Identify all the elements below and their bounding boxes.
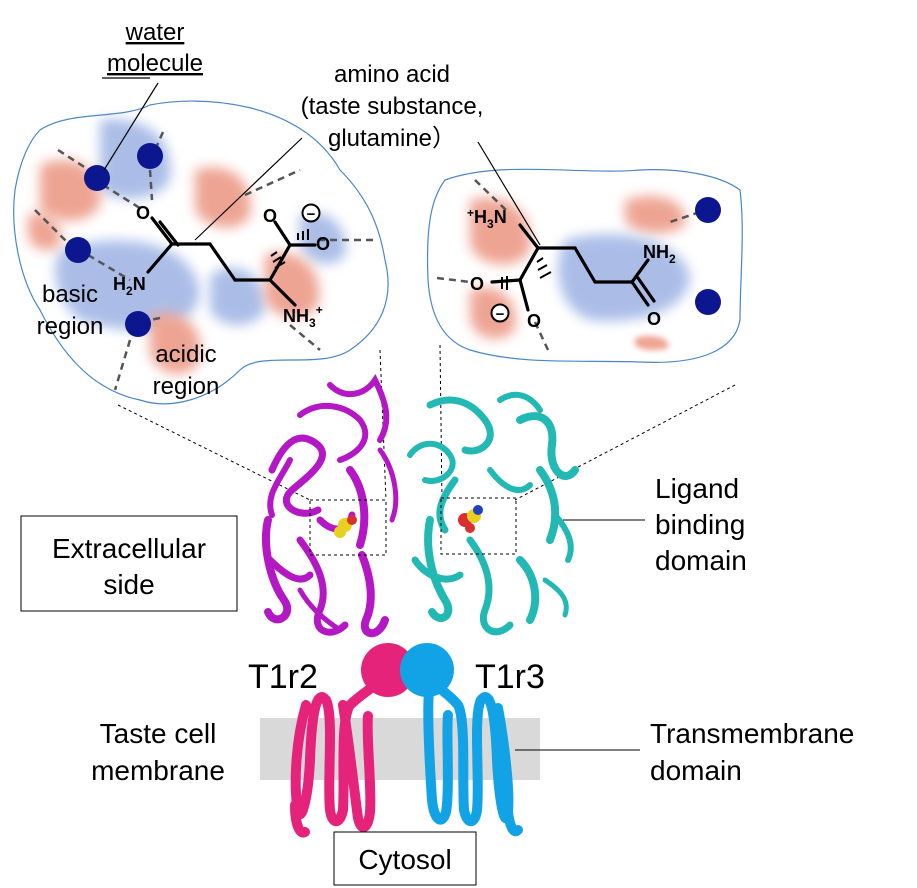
ligand-left	[334, 515, 357, 538]
acidic-region-patch	[195, 167, 251, 228]
water-molecule-dot	[695, 289, 721, 315]
right-electrostatic-regions	[470, 196, 690, 351]
t1r2-transmembrane-helices	[290, 671, 391, 838]
water-molecule-dot	[695, 197, 721, 223]
extracellular-line2: side	[103, 569, 154, 600]
water-molecule-label-line1: water	[125, 19, 185, 46]
amino-acid-label: amino acid (taste substance, glutamine）	[194, 61, 541, 246]
membrane-line1: Taste cell	[100, 718, 217, 749]
t1r3-domain-circle	[400, 643, 454, 697]
acidic-region-patch	[150, 312, 201, 374]
ligand-domain-line2: binding	[655, 509, 745, 540]
amino-acid-leader-right	[477, 141, 541, 246]
left-binding-pocket: O O O − H2N NH3+	[13, 100, 389, 405]
ligand-domain-line3: domain	[655, 545, 747, 576]
transmembrane-line2: domain	[650, 755, 742, 786]
acidic-region-patch	[625, 196, 686, 234]
acidic-region-patch	[28, 213, 61, 251]
t1r2-label: T1r2	[248, 658, 318, 696]
left-negative-charge: −	[307, 206, 316, 223]
right-negative-charge: −	[496, 306, 505, 323]
amino-acid-line1: amino acid	[334, 61, 450, 88]
basic-region-line2: region	[37, 313, 104, 340]
right-atom-labels: +H3N NH2 O O O −	[467, 206, 676, 331]
zoom-guide-lines	[117, 344, 736, 501]
right-glutamine-structure	[490, 223, 656, 312]
left-hbond-lines	[34, 131, 378, 391]
right-water-molecules	[695, 197, 721, 315]
extracellular-line1: Extracellular	[52, 533, 206, 564]
t1r2-domain-circle	[361, 643, 415, 697]
t1r3-transmembrane-helices	[422, 671, 523, 837]
cytosol-box	[333, 831, 477, 886]
basic-region-patch	[55, 240, 201, 330]
amino-acid-leader-left	[194, 137, 303, 241]
transmembrane-line1: Transmembrane	[650, 718, 854, 749]
right-ammonium: +H3N	[467, 206, 507, 231]
right-zoom-box	[440, 497, 517, 555]
right-amide-nh2: NH2	[643, 242, 676, 266]
left-amide-h2n: H2N	[113, 274, 146, 298]
water-leader-line	[103, 82, 159, 171]
transmembrane-domain-label: Transmembrane domain	[650, 718, 854, 786]
left-zoom-box	[309, 499, 387, 556]
left-negative-charge-circle	[301, 203, 321, 223]
water-molecule-dot	[84, 165, 110, 191]
membrane-line2: membrane	[91, 755, 225, 786]
basic-region-patch	[558, 234, 690, 321]
right-binding-pocket: +H3N NH2 O O O −	[426, 168, 743, 363]
acidic-region-line2: region	[153, 373, 220, 400]
basic-region-patch	[300, 212, 346, 264]
extracellular-side-box	[20, 515, 238, 612]
right-oxygen-amide: O	[647, 309, 661, 329]
taste-cell-membrane-label: Taste cell membrane	[91, 718, 225, 786]
water-molecule-dot	[125, 311, 151, 337]
left-stereo-hash	[270, 229, 309, 269]
right-stereo-hash	[501, 257, 552, 290]
acidic-region-label: acidic region	[153, 341, 220, 400]
basic-region-line1: basic	[42, 281, 98, 308]
left-ammonium: NH3+	[283, 303, 323, 330]
left-atom-labels: O O O − H2N NH3+	[113, 203, 330, 330]
t1r3-protein-structure	[407, 391, 579, 636]
ligand-binding-domain-label: Ligand binding domain	[655, 473, 747, 576]
right-negative-charge-circle	[490, 303, 510, 323]
acidic-region-line1: acidic	[155, 341, 216, 368]
left-oxygen-1: O	[136, 203, 150, 223]
acidic-region-patch	[635, 335, 669, 351]
amino-acid-line3: glutamine）	[328, 125, 456, 152]
left-water-molecules	[65, 143, 163, 337]
amino-acid-line2: (taste substance,	[301, 93, 484, 120]
basic-region-patch	[100, 119, 171, 199]
water-molecule-dot	[65, 237, 91, 263]
ligand-domain-line1: Ligand	[655, 473, 739, 504]
left-oxygen-2: O	[263, 206, 277, 226]
water-molecule-label-line2: molecule	[107, 50, 203, 77]
basic-region-label: basic region	[37, 281, 104, 340]
left-glutamine-structure	[146, 216, 317, 307]
t1r3-label: T1r3	[475, 658, 545, 696]
right-oxygen-1: O	[470, 274, 484, 294]
cytosol-label: Cytosol	[358, 844, 451, 875]
acidic-region-patch	[265, 252, 320, 318]
water-molecule-label: water molecule	[102, 19, 203, 171]
ligand-right	[458, 505, 483, 533]
acidic-region-patch	[470, 197, 531, 265]
t1r2-protein-structure	[262, 374, 399, 638]
right-hbond-lines	[436, 179, 701, 351]
right-oxygen-2: O	[527, 311, 541, 331]
left-oxygen-3: O	[316, 234, 330, 254]
basic-region-patch	[210, 267, 266, 325]
water-molecule-dot	[137, 143, 163, 169]
